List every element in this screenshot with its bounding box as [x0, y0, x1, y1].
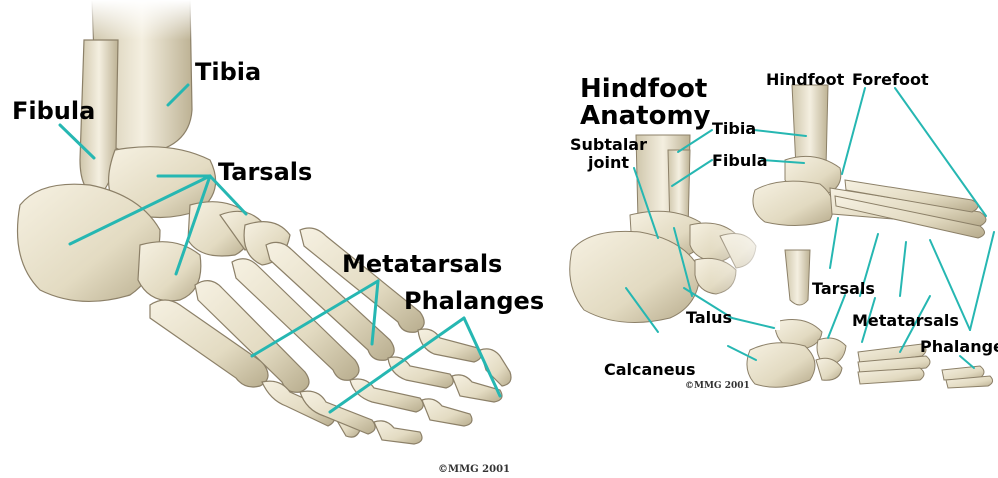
label-tibia: Tibia [195, 60, 261, 84]
label-hindfoot: Hindfoot [766, 72, 844, 88]
left-foot-illustration [0, 0, 560, 478]
label-subtalar-joint: Subtalar joint [570, 136, 647, 171]
label-phalanges: Phalanges [404, 289, 544, 313]
label-hindfoot-tibia: Tibia [712, 121, 756, 137]
label-fibula: Fibula [12, 99, 95, 123]
label-tarsals: Tarsals [812, 281, 875, 297]
label-hindfoot-fibula: Fibula [712, 153, 768, 169]
label-subtalar-line-1: Subtalar [570, 136, 647, 154]
title-line-1: Hindfoot [580, 76, 711, 103]
diagram-title: Hindfoot Anatomy [580, 76, 711, 131]
label-forefoot: Forefoot [852, 72, 929, 88]
exploded-calcaneus-bone [747, 343, 815, 387]
right-hindfoot-diagram: Hindfoot Anatomy Subtalar joint Tibia Fi… [560, 0, 998, 478]
label-phalanges: Phalanges [920, 339, 998, 355]
label-tarsals: Tarsals [218, 160, 312, 184]
left-foot-diagram: Tibia Fibula Tarsals Metatarsals Phalang… [0, 0, 560, 478]
label-subtalar-line-2: joint [570, 154, 647, 172]
label-metatarsals: Metatarsals [852, 313, 959, 329]
label-metatarsals: Metatarsals [342, 252, 502, 276]
label-talus: Talus [686, 310, 732, 326]
title-line-2: Anatomy [580, 103, 711, 130]
copyright-left: ©MMG 2001 [438, 464, 510, 475]
label-calcaneus: Calcaneus [604, 362, 695, 378]
copyright-right: ©MMG 2001 [685, 381, 750, 391]
